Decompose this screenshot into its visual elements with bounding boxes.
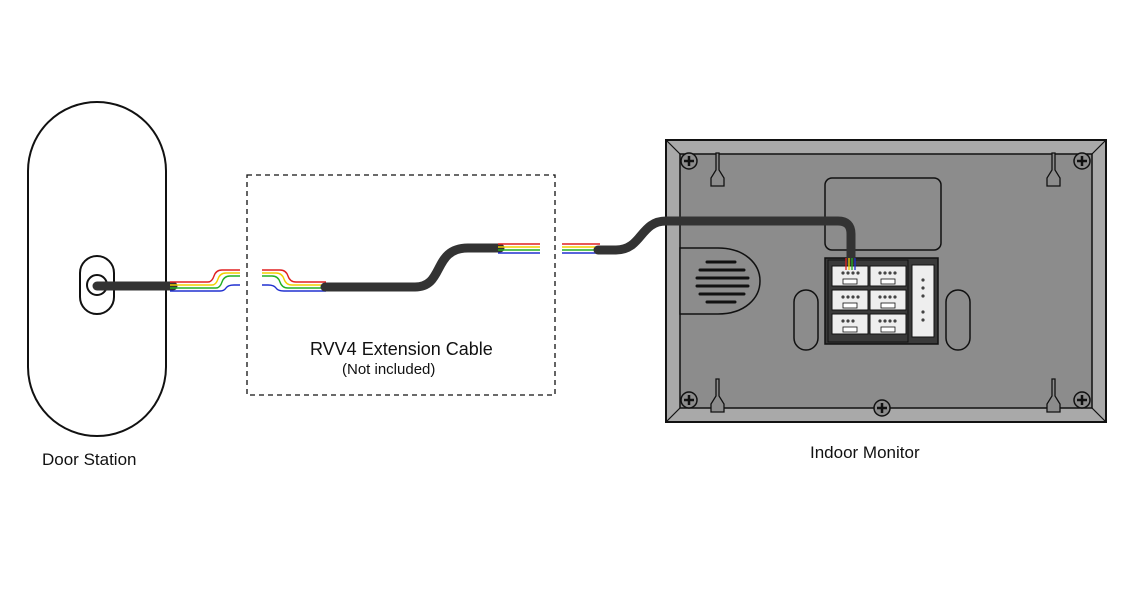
- speaker-grille-icon: [679, 247, 761, 315]
- door-station: [27, 101, 167, 437]
- extension-cable-label: RVV4 Extension Cable: [310, 339, 493, 359]
- indoor-monitor: [593, 139, 1107, 423]
- door-station-label: Door Station: [42, 450, 137, 469]
- door-station-cable: [92, 269, 240, 292]
- extension-cable-note: (Not included): [342, 361, 436, 378]
- extension-cable-box: [246, 174, 556, 396]
- indoor-monitor-label: Indoor Monitor: [810, 443, 920, 462]
- screw-icon: [680, 152, 1091, 417]
- keyhole-icon: [710, 152, 1061, 413]
- connector-block: [824, 257, 939, 345]
